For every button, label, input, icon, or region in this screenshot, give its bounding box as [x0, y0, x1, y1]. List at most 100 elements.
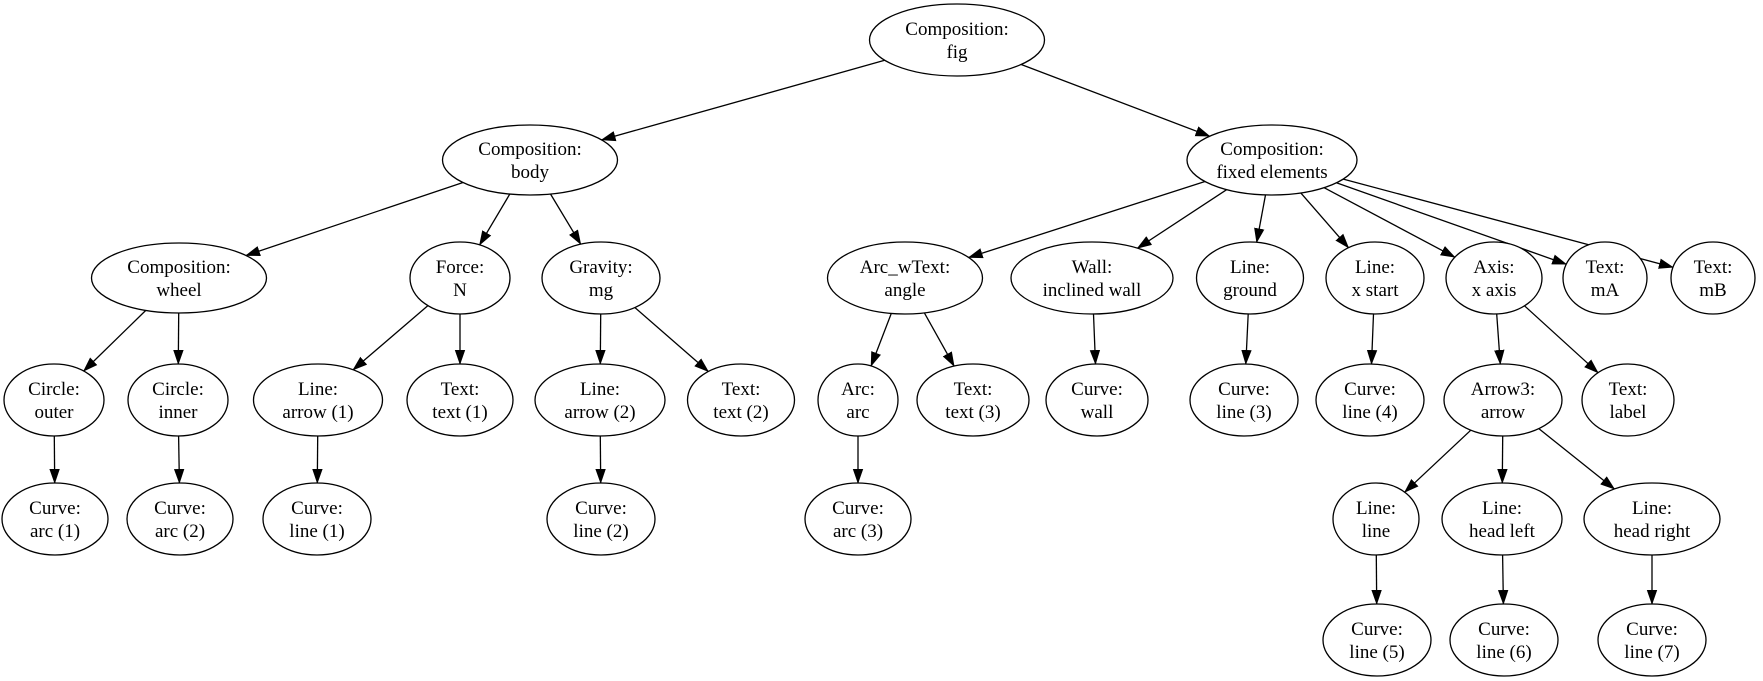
node-ellipse-label	[1581, 363, 1675, 437]
tree-edge-fig-body	[600, 59, 885, 142]
tree-node-outer: Circle:outer	[3, 363, 105, 437]
node-ellipse-text3	[916, 363, 1030, 437]
tree-edge-fixed-xaxis	[1323, 187, 1456, 258]
node-label-headleft: Line:head left	[1469, 498, 1536, 542]
node-label-line6: Curve:line (6)	[1476, 619, 1531, 663]
tree-edge-body-force_n	[479, 193, 511, 246]
node-label-arc3: Curve:arc (3)	[832, 498, 884, 542]
tree-edge-headleft-line6	[1497, 554, 1509, 605]
node-label-arcwtext: Arc_wText:angle	[860, 257, 950, 301]
node-ellipse-body	[441, 124, 619, 196]
node-label-line4: Curve:line (4)	[1342, 379, 1397, 423]
node-label-label: Text:label	[1609, 379, 1648, 423]
tree-node-ground: Line:ground	[1195, 241, 1305, 315]
node-label-mA: Text:mA	[1586, 257, 1625, 301]
tree-edge-force_n-arrow1	[352, 305, 429, 371]
node-label-arc2: Curve:arc (2)	[154, 498, 206, 542]
tree-node-headright: Line:head right	[1583, 482, 1721, 556]
tree-node-arc2: Curve:arc (2)	[126, 482, 234, 556]
node-label-arrow2: Line:arrow (2)	[564, 379, 635, 423]
tree-node-mA: Text:mA	[1562, 241, 1648, 315]
node-ellipse-fig	[868, 3, 1046, 77]
tree-edge-wheel-outer	[82, 309, 147, 372]
node-ellipse-wheel	[90, 242, 268, 314]
tree-node-headleft: Line:head left	[1441, 482, 1563, 556]
node-label-outer: Circle:outer	[28, 379, 80, 423]
node-ellipse-arc3	[804, 482, 912, 556]
tree-edge-fixed-arcwtext	[967, 180, 1206, 259]
node-ellipse-headright	[1583, 482, 1721, 556]
node-label-wheel: Composition:wheel	[127, 257, 230, 301]
node-ellipse-fixed	[1186, 124, 1358, 196]
tree-node-line1: Curve:line (1)	[262, 482, 372, 556]
node-label-arrow1: Line:arrow (1)	[282, 379, 353, 423]
tree-node-mB: Text:mB	[1670, 241, 1756, 315]
node-ellipse-arrow1	[252, 363, 384, 437]
node-ellipse-line5	[1322, 603, 1432, 677]
node-label-text3: Text:text (3)	[945, 379, 1000, 423]
tree-node-line3: Curve:line (3)	[1189, 363, 1299, 437]
tree-edge-arrow3-lline	[1403, 429, 1472, 493]
tree-edge-body-wheel	[245, 181, 464, 257]
node-ellipse-arc1	[1, 482, 109, 556]
node-label-gravity_mg: Gravity:mg	[569, 257, 632, 301]
node-label-text2: Text:text (2)	[713, 379, 768, 423]
node-label-arrow3: Arrow3:arrow	[1471, 379, 1535, 423]
tree-node-wall: Wall:inclined wall	[1010, 241, 1174, 315]
tree-edge-inner-arc2	[173, 435, 185, 484]
tree-node-fig: Composition:fig	[868, 3, 1046, 77]
tree-node-xaxis: Axis:x axis	[1445, 241, 1543, 315]
tree-node-curvewall: Curve:wall	[1045, 363, 1149, 437]
node-label-arc1: Curve:arc (1)	[29, 498, 81, 542]
node-label-wall: Wall:inclined wall	[1043, 257, 1142, 301]
node-ellipse-line4	[1315, 363, 1425, 437]
node-label-fig: Composition:fig	[905, 19, 1008, 63]
node-label-xaxis: Axis:x axis	[1472, 257, 1517, 301]
tree-node-label: Text:label	[1581, 363, 1675, 437]
tree-node-gravity_mg: Gravity:mg	[541, 241, 661, 315]
node-ellipse-headleft	[1441, 482, 1563, 556]
tree-edge-gravity_mg-text2	[634, 307, 710, 373]
tree-node-text2: Text:text (2)	[686, 363, 796, 437]
node-label-inner: Circle:inner	[152, 379, 204, 423]
tree-edge-fixed-mA	[1336, 182, 1568, 265]
tree-edge-xaxis-label	[1524, 305, 1599, 374]
node-label-ground: Line:ground	[1223, 257, 1277, 301]
node-ellipse-arrow2	[534, 363, 666, 437]
node-label-line2: Curve:line (2)	[573, 498, 628, 542]
node-ellipse-line7	[1597, 603, 1707, 677]
tree-node-arrow2: Line:arrow (2)	[534, 363, 666, 437]
node-label-line3: Curve:line (3)	[1216, 379, 1271, 423]
node-ellipse-text1	[406, 363, 514, 437]
tree-node-arrow1: Line:arrow (1)	[252, 363, 384, 437]
tree-node-arc: Arc:arc	[817, 363, 899, 437]
tree-edge-arcwtext-arc	[870, 313, 892, 367]
node-ellipse-mB	[1670, 241, 1756, 315]
tree-edge-fixed-ground	[1254, 194, 1267, 244]
tree-edge-fig-fixed	[1020, 63, 1211, 137]
node-ellipse-force_n	[409, 241, 511, 315]
node-ellipse-line3	[1189, 363, 1299, 437]
tree-edge-body-gravity_mg	[549, 193, 582, 246]
node-ellipse-arc2	[126, 482, 234, 556]
node-label-headright: Line:head right	[1614, 498, 1691, 542]
tree-node-body: Composition:body	[441, 124, 619, 196]
node-ellipse-xstart	[1325, 241, 1425, 315]
tree-node-line5: Curve:line (5)	[1322, 603, 1432, 677]
node-label-curvewall: Curve:wall	[1071, 379, 1123, 423]
tree-node-line2: Curve:line (2)	[546, 482, 656, 556]
node-ellipse-curvewall	[1045, 363, 1149, 437]
tree-edge-ground-line3	[1241, 313, 1252, 365]
node-ellipse-wall	[1010, 241, 1174, 315]
tree-node-xstart: Line:x start	[1325, 241, 1425, 315]
tree-edge-fixed-xstart	[1300, 192, 1350, 249]
tree-edge-arcwtext-text3	[923, 312, 955, 367]
node-label-force_n: Force:N	[436, 257, 485, 301]
tree-edge-xaxis-arrow3	[1494, 313, 1505, 365]
node-label-line7: Curve:line (7)	[1624, 619, 1679, 663]
tree-node-text1: Text:text (1)	[406, 363, 514, 437]
tree-node-text3: Text:text (3)	[916, 363, 1030, 437]
node-label-xstart: Line:x start	[1352, 257, 1400, 301]
